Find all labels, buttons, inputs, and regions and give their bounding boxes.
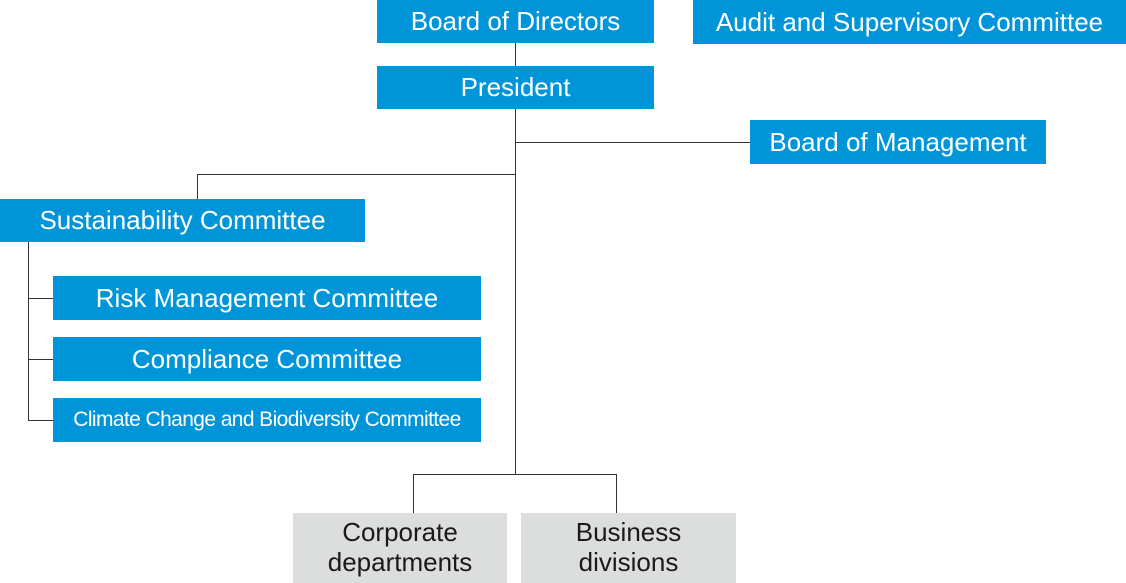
- node-corporate-departments: Corporate departments: [293, 513, 507, 583]
- node-label: Climate Change and Biodiversity Committe…: [73, 408, 461, 431]
- node-label: Sustainability Committee: [39, 205, 326, 235]
- node-risk-management-committee: Risk Management Committee: [53, 276, 481, 320]
- node-label: Audit and Supervisory Committee: [715, 6, 1104, 37]
- connector-bottom-h: [413, 474, 617, 475]
- node-label-line2: divisions: [578, 547, 679, 577]
- node-compliance-committee: Compliance Committee: [53, 337, 481, 381]
- connector-sustainability-v: [197, 174, 198, 199]
- node-audit-committee: Audit and Supervisory Committee: [693, 0, 1126, 44]
- node-business-divisions: Business divisions: [521, 513, 736, 583]
- node-sustainability-committee: Sustainability Committee: [0, 199, 365, 242]
- node-label-line1: Business: [575, 517, 682, 548]
- connector-risk: [28, 298, 53, 299]
- connector-business: [616, 474, 617, 513]
- node-label: Risk Management Committee: [95, 282, 439, 313]
- node-board-of-directors: Board of Directors: [377, 0, 654, 43]
- connector-management: [515, 142, 750, 143]
- node-president: President: [377, 66, 654, 109]
- node-label-line1: Corporate: [342, 517, 458, 548]
- connector-corporate: [413, 474, 414, 513]
- connector-trunk: [515, 109, 516, 475]
- connector-directors-president: [515, 43, 516, 66]
- node-label: Board of Management: [769, 126, 1027, 157]
- node-climate-committee: Climate Change and Biodiversity Committe…: [53, 398, 481, 442]
- node-board-of-management: Board of Management: [750, 120, 1046, 164]
- node-label: President: [460, 72, 571, 102]
- connector-climate: [28, 420, 53, 421]
- connector-subcommittees-v: [28, 242, 29, 421]
- connector-sustainability-h: [197, 174, 515, 175]
- node-label-line2: departments: [327, 547, 473, 577]
- connector-compliance: [28, 359, 53, 360]
- node-label: Board of Directors: [410, 6, 621, 36]
- node-label: Compliance Committee: [131, 343, 403, 374]
